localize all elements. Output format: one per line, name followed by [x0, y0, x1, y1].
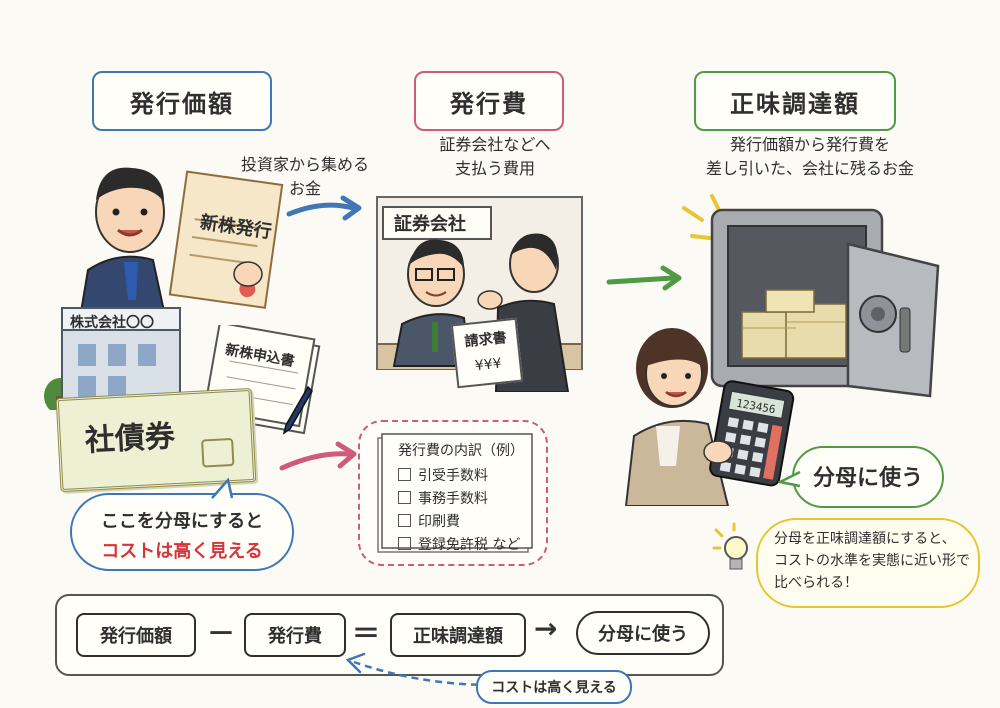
caption-line: お金: [288, 179, 321, 198]
counter-sign-label: 証券会社: [394, 214, 466, 235]
bubble-tail: [211, 478, 234, 499]
formula-issue-cost: 発行費: [244, 613, 346, 657]
formula-minus: －: [207, 617, 236, 650]
note-text: 分母を正味調達額にすると、 コストの水準を実態に近い形で 比べられる！: [774, 528, 970, 594]
note-line: コストの水準を実態に近い形で: [774, 553, 970, 569]
bubble-use-denominator: 分母に使う: [792, 446, 944, 508]
caption-line: 発行価額から発行費を: [729, 135, 890, 154]
bubble-tail: [778, 470, 801, 488]
breakdown-item-text: 印刷費: [418, 514, 460, 530]
dashed-note-box: コストは高く見える: [476, 670, 632, 704]
dashed-arrow-icon: [345, 652, 527, 687]
bubble-line-1: ここを分母にすると: [100, 511, 264, 532]
formula-net-proceeds: 正味調達額: [390, 613, 526, 657]
bubble-use-text: 分母に使う: [812, 466, 923, 491]
breakdown-item: 事務手数料: [398, 488, 524, 511]
breakdown-item-text: 登録免許税 など: [418, 537, 521, 553]
checkbox-icon: [398, 468, 411, 481]
note-bubble: 分母を正味調達額にすると、 コストの水準を実態に近い形で 比べられる！: [756, 518, 980, 608]
caption-issue-cost: 証券会社などへ 支払う費用: [420, 133, 570, 181]
blue-arrow-icon: [286, 195, 362, 221]
green-arrow-icon: [606, 265, 682, 291]
breakdown-item: 引受手数料: [398, 465, 524, 488]
counter-sign: [382, 206, 492, 240]
note-line: 比べられる！: [774, 575, 858, 591]
safe-illustration: [682, 194, 940, 398]
invoice-title: 請求書: [463, 329, 508, 351]
breakdown-list: 発行費の内訳（例） 引受手数料 事務手数料 印刷費 登録免許税 など: [398, 440, 524, 557]
caption-line: 証券会社などへ: [439, 135, 551, 154]
formula-arrow: →: [534, 612, 558, 645]
caption-line: 差し引いた、会社に残るお金: [705, 159, 914, 178]
breakdown-papers: [377, 433, 533, 553]
pink-arrow-icon: [279, 441, 357, 471]
invoice-paper: 請求書 ¥¥¥: [450, 317, 524, 389]
bubble-high-cost: ここを分母にすると コストは高く見える: [70, 493, 294, 571]
caption-line: 支払う費用: [454, 159, 535, 178]
checkbox-icon: [398, 537, 411, 550]
lightbulb-icon: [712, 522, 748, 570]
breakdown-item-text: 引受手数料: [418, 468, 488, 484]
formula-issue-amount: 発行価額: [76, 613, 196, 657]
title-issue-cost: 発行費: [414, 71, 564, 131]
invoice-amount: ¥¥¥: [474, 355, 503, 375]
bond-certificate: 社債券: [55, 387, 257, 493]
bond-seal: [201, 437, 235, 468]
title-net-proceeds: 正味調達額: [694, 71, 896, 131]
bubble-line-2: コストは高く見える: [101, 541, 263, 562]
breakdown-item: 登録免許税 など: [398, 534, 524, 557]
checkbox-icon: [398, 491, 411, 504]
company-name-label: 株式会社〇〇: [70, 315, 154, 331]
checkbox-icon: [398, 514, 411, 527]
caption-net-proceeds: 発行価額から発行費を 差し引いた、会社に残るお金: [680, 133, 940, 181]
title-issue-amount: 発行価額: [92, 71, 272, 131]
businesswoman-illustration: [624, 328, 795, 506]
breakdown-item-text: 事務手数料: [418, 491, 488, 507]
breakdown-title: 発行費の内訳（例）: [398, 443, 524, 459]
breakdown-item: 印刷費: [398, 511, 524, 534]
formula-use-denominator: 分母に使う: [576, 611, 710, 655]
note-line: 分母を正味調達額にすると、: [774, 531, 956, 547]
caption-line: 投資家から集める: [240, 155, 369, 174]
caption-from-investors: 投資家から集める お金: [230, 153, 380, 201]
formula-equals: ＝: [352, 617, 381, 650]
bond-label: 社債券: [84, 419, 176, 459]
